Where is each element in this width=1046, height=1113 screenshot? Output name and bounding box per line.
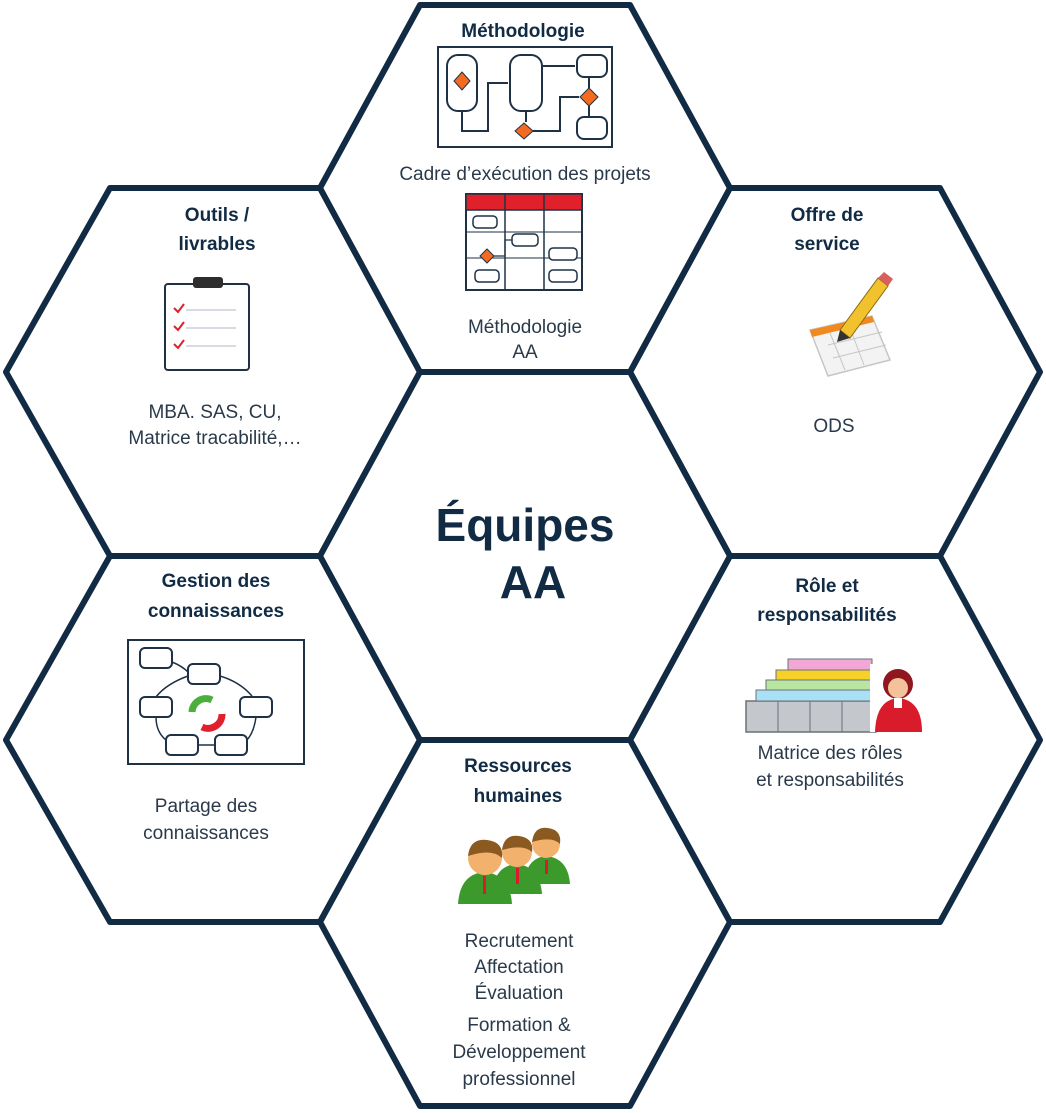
ressources-item-6: professionnel — [462, 1069, 575, 1090]
center-title-line1: Équipes — [436, 499, 615, 551]
ressources-item-2: Affectation — [474, 957, 563, 978]
offre-title-line2: service — [794, 234, 860, 255]
hex-center — [317, 369, 733, 743]
center-title-line2: AA — [500, 556, 566, 608]
outils-title-line1: Outils / — [185, 205, 250, 226]
calendar-pencil-icon — [808, 272, 893, 377]
gestion-title-line1: Gestion des — [162, 571, 271, 592]
offre-text: ODS — [813, 416, 854, 437]
gestion-title-line2: connaissances — [148, 601, 284, 622]
methodologie-caption: Cadre d’exécution des projets — [399, 164, 650, 185]
gestion-text-line2: connaissances — [143, 823, 269, 844]
swimlane-icon — [465, 193, 583, 291]
ressources-item-3: Évaluation — [475, 983, 564, 1004]
role-text-line1: Matrice des rôles — [758, 743, 903, 764]
ressources-title-line2: humaines — [474, 786, 563, 807]
outils-title-line2: livrables — [178, 234, 255, 255]
role-title-line1: Rôle et — [795, 576, 859, 597]
flowchart-icon — [437, 46, 613, 148]
methodologie-title: Méthodologie — [461, 21, 584, 42]
ressources-item-1: Recrutement — [465, 931, 574, 952]
outils-text-line1: MBA. SAS, CU, — [148, 402, 281, 423]
outils-text-line2: Matrice tracabilité,… — [128, 428, 301, 449]
clipboard-checklist-icon — [164, 277, 250, 371]
knowledge-cycle-icon — [127, 639, 305, 765]
role-text-line2: et responsabilités — [756, 770, 904, 791]
offre-title-line1: Offre de — [791, 205, 864, 226]
role-matrix-icon — [745, 658, 922, 733]
gestion-text-line1: Partage des — [155, 796, 257, 817]
ressources-item-5: Développement — [452, 1042, 586, 1063]
people-group-icon — [458, 827, 570, 904]
methodologie-aa-line1: Méthodologie — [468, 317, 582, 338]
ressources-item-4: Formation & — [467, 1015, 571, 1036]
methodologie-aa-line2: AA — [512, 342, 538, 363]
role-title-line2: responsabilités — [757, 605, 896, 626]
ressources-title-line1: Ressources — [464, 756, 572, 777]
